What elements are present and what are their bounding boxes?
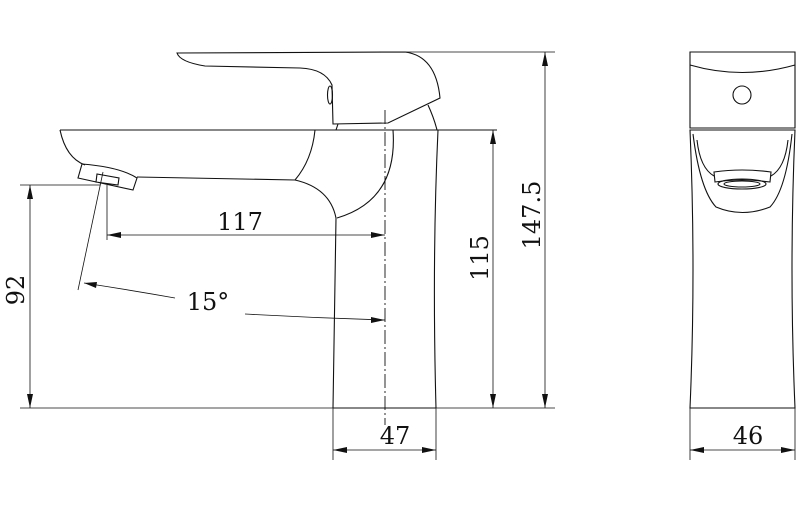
front-spout-shoulder: [692, 133, 793, 214]
spout-front-curve: [59, 129, 86, 166]
dimension-label-46: 46: [733, 422, 764, 450]
aerator: [77, 163, 138, 191]
front-indicator: [732, 85, 752, 105]
dimension-label-147-5: 147.5: [518, 181, 546, 250]
handle-base-curve: [335, 104, 438, 131]
dimension-label-47: 47: [380, 422, 411, 450]
dimension-92: 92: [2, 184, 333, 409]
temperature-indicator: [326, 85, 334, 105]
spout-inner-curve: [294, 129, 316, 181]
body-right-edge: [433, 129, 439, 409]
front-spout-arms: [696, 139, 789, 177]
body-inner-curve: [336, 129, 394, 219]
side-view: [59, 51, 497, 425]
front-aerator-mesh: [717, 178, 767, 190]
dimension-label-92: 92: [2, 275, 30, 306]
dimension-label-15-degrees: 15°: [187, 288, 230, 316]
front-view: [689, 51, 796, 409]
dimension-46: 46: [689, 408, 796, 460]
front-body: [689, 129, 796, 409]
dimension-47: 47: [332, 408, 437, 460]
front-aerator-inner: [723, 180, 761, 188]
angle-15: 15°: [77, 171, 386, 323]
handle-outline: [176, 51, 441, 125]
dimension-147-5: 147.5: [405, 51, 555, 408]
dimension-115: 115: [436, 130, 555, 409]
front-aerator: [713, 169, 772, 183]
dimension-label-117: 117: [217, 208, 263, 236]
dimension-label-115: 115: [466, 235, 494, 281]
dimension-117: 117: [106, 185, 385, 240]
front-handle: [689, 51, 796, 129]
